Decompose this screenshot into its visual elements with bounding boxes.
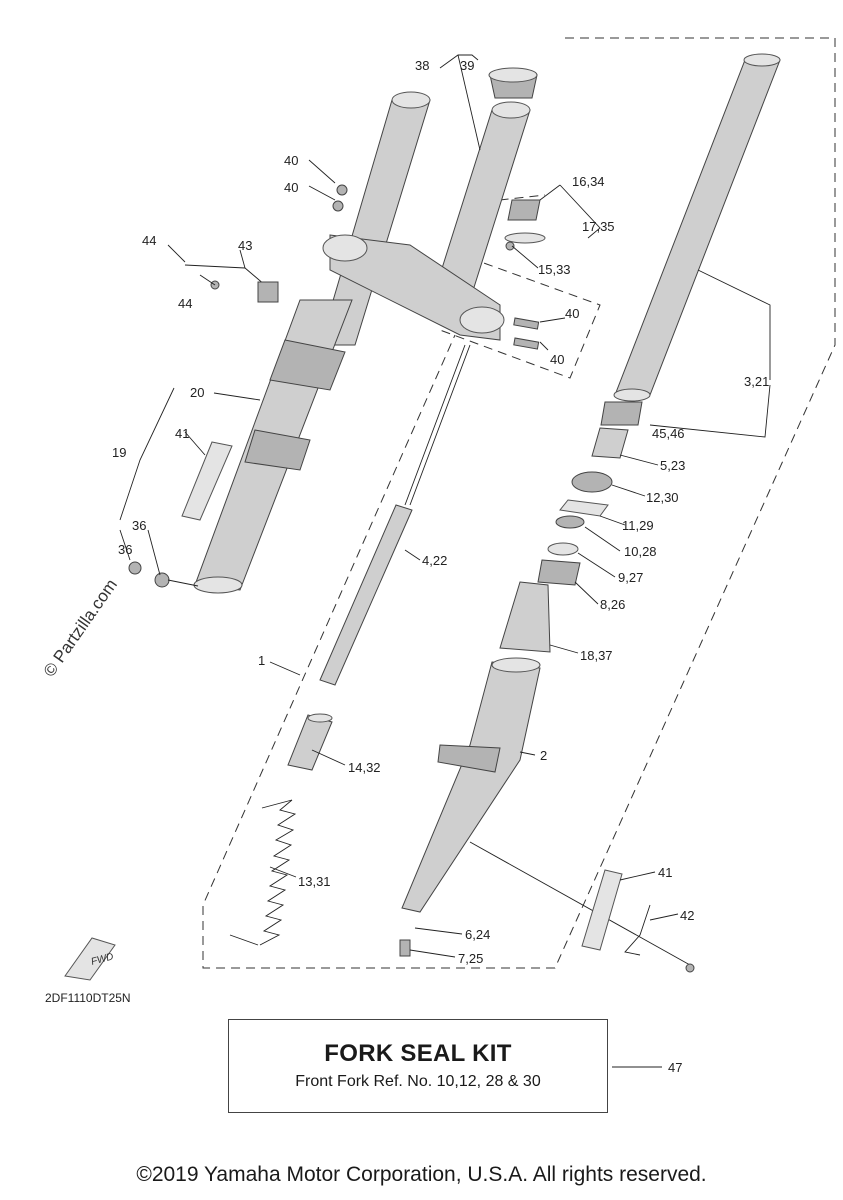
oil-seal-12 xyxy=(571,471,613,493)
outer-tube-assembly xyxy=(193,299,353,594)
callout-40: 40 xyxy=(565,306,579,321)
bolts-36 xyxy=(128,561,199,588)
outer-tube-2 xyxy=(401,657,541,913)
leader-lines xyxy=(119,54,771,1068)
callout-40: 40 xyxy=(284,153,298,168)
callout-41: 41 xyxy=(658,865,672,880)
fwd-arrow xyxy=(64,937,116,981)
seal-9 xyxy=(547,542,579,556)
callout-19: 19 xyxy=(112,445,126,460)
callout-36: 36 xyxy=(118,542,132,557)
clip-11 xyxy=(559,499,609,517)
callout-38: 38 xyxy=(415,58,429,73)
callout-16-34: 16,34 xyxy=(572,174,605,189)
under-bracket xyxy=(322,234,505,341)
callout-17-35: 17,35 xyxy=(582,219,615,234)
callout-39: 39 xyxy=(460,58,474,73)
cable-holder-43 xyxy=(184,264,279,303)
callout-9-27: 9,27 xyxy=(618,570,643,585)
callout-4-22: 4,22 xyxy=(422,553,447,568)
callout-20: 20 xyxy=(190,385,204,400)
callout-14-32: 14,32 xyxy=(348,760,381,775)
callout-1: 1 xyxy=(258,653,265,668)
spacer-14 xyxy=(287,713,333,771)
callout-43: 43 xyxy=(238,238,252,253)
washer-10 xyxy=(555,515,585,529)
reflector-41-right xyxy=(581,869,623,951)
callout-40: 40 xyxy=(284,180,298,195)
callout-15-33: 15,33 xyxy=(538,262,571,277)
callout-labels: 38 39 40 40 16,34 17,35 44 43 44 15,33 4… xyxy=(112,58,769,1075)
callout-6-24: 6,24 xyxy=(465,927,490,942)
cap-bolts-16-17 xyxy=(504,199,546,251)
bolts-40 xyxy=(332,184,540,350)
cover-18 xyxy=(499,581,551,653)
dust-seal-8 xyxy=(537,559,581,586)
callout-8-26: 8,26 xyxy=(600,597,625,612)
damper-rod-4 xyxy=(319,344,471,686)
callout-47: 47 xyxy=(668,1060,682,1075)
inner-tube-3 xyxy=(613,53,781,402)
kit-title: FORK SEAL KIT xyxy=(324,1040,512,1067)
bushing-45 xyxy=(600,401,643,426)
callout-12-30: 12,30 xyxy=(646,490,679,505)
callout-45-46: 45,46 xyxy=(652,426,685,441)
bushing-5 xyxy=(591,427,629,459)
bolt-7 xyxy=(399,939,411,957)
callout-18-37: 18,37 xyxy=(580,648,613,663)
fork-seal-kit-box: FORK SEAL KIT Front Fork Ref. No. 10,12,… xyxy=(228,1019,608,1113)
callout-11-29: 11,29 xyxy=(622,518,654,533)
lower-bracket-group-outline xyxy=(439,257,601,379)
callout-44: 44 xyxy=(178,296,192,311)
callout-3-21: 3,21 xyxy=(744,374,769,389)
bracket-42 xyxy=(624,904,695,973)
callout-42: 42 xyxy=(680,908,694,923)
kit-subtitle: Front Fork Ref. No. 10,12, 28 & 30 xyxy=(295,1073,541,1090)
fork-spring-13 xyxy=(229,799,297,946)
spacer-cap-39 xyxy=(488,67,538,99)
callout-13-31: 13,31 xyxy=(298,874,331,889)
callout-36: 36 xyxy=(132,518,146,533)
callout-2: 2 xyxy=(540,748,547,763)
copyright-notice: ©2019 Yamaha Motor Corporation, U.S.A. A… xyxy=(136,1163,707,1186)
callout-41: 41 xyxy=(175,426,189,441)
axle-line xyxy=(469,841,691,966)
inner-fork-group-outline xyxy=(202,37,836,969)
callout-7-25: 7,25 xyxy=(458,951,483,966)
callout-40: 40 xyxy=(550,352,564,367)
diagram-code: 2DF1110DT25N xyxy=(45,991,131,1005)
reflector-41-left xyxy=(181,441,233,521)
callout-5-23: 5,23 xyxy=(660,458,685,473)
callout-44: 44 xyxy=(142,233,156,248)
watermark: © Partzilla.com xyxy=(40,576,121,681)
callout-10-28: 10,28 xyxy=(624,544,657,559)
